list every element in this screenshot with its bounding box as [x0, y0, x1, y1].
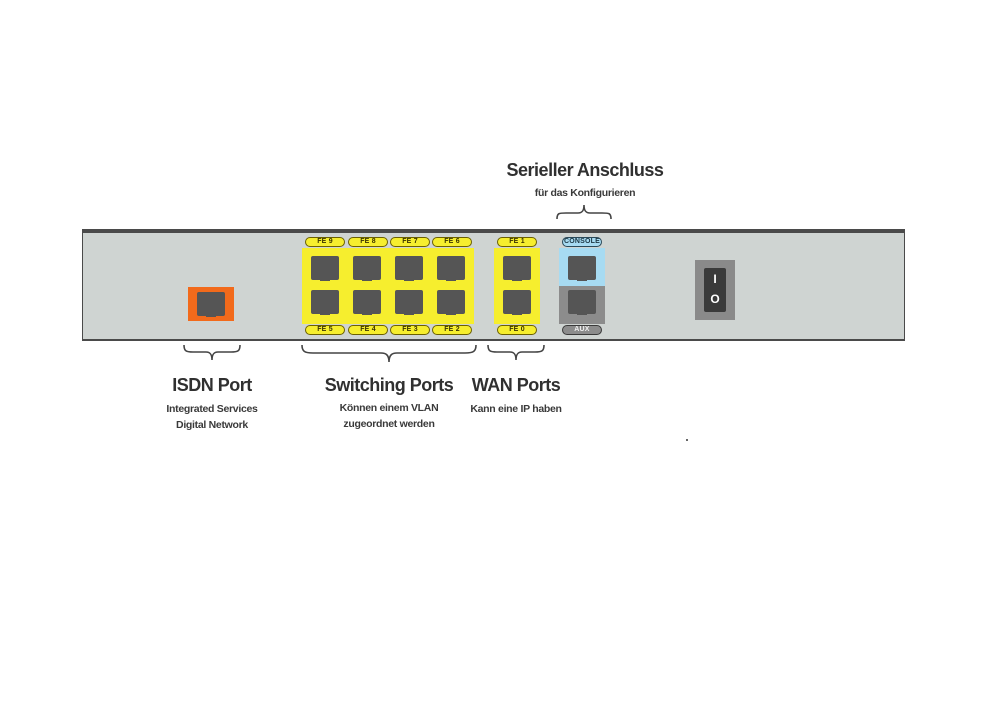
aux-port[interactable]	[559, 286, 605, 324]
switching-line2: zugeordnet werden	[343, 418, 435, 430]
port-label-fe6: FE 6	[432, 237, 472, 247]
switching-port-fe5[interactable]	[311, 290, 339, 315]
isdn-line1: Integrated Services	[166, 403, 258, 415]
port-label-console: CONSOLE	[562, 237, 602, 247]
wan-port-fe0[interactable]	[503, 290, 531, 315]
power-rocker: I O	[704, 268, 726, 312]
power-switch[interactable]: I O	[695, 260, 735, 320]
isdn-port-socket	[197, 292, 225, 317]
isdn-title: ISDN Port	[172, 375, 252, 395]
port-label-fe0: FE 0	[497, 325, 537, 335]
switching-port-fe7[interactable]	[395, 256, 423, 281]
switching-port-fe3[interactable]	[395, 290, 423, 315]
switching-port-fe4[interactable]	[353, 290, 381, 315]
console-port[interactable]	[559, 248, 605, 286]
isdn-port[interactable]	[188, 287, 234, 321]
console-port-socket	[568, 256, 596, 281]
port-label-fe3: FE 3	[390, 325, 430, 335]
wan-port-fe1[interactable]	[503, 256, 531, 281]
switching-port-fe9[interactable]	[311, 256, 339, 281]
port-label-fe4: FE 4	[348, 325, 388, 335]
switching-line1: Können einem VLAN	[339, 402, 439, 414]
isdn-brace	[183, 344, 241, 361]
switching-port-fe6[interactable]	[437, 256, 465, 281]
port-label-fe9: FE 9	[305, 237, 345, 247]
port-label-aux: AUX	[562, 325, 602, 335]
port-label-fe8: FE 8	[348, 237, 388, 247]
router-back-panel	[82, 229, 905, 341]
switching-port-fe8[interactable]	[353, 256, 381, 281]
port-label-fe7: FE 7	[390, 237, 430, 247]
serial-title: Serieller Anschluss	[506, 160, 664, 180]
isdn-line2: Digital Network	[176, 419, 248, 431]
serial-brace	[556, 204, 612, 220]
switching-brace	[301, 344, 477, 363]
port-label-fe5: FE 5	[305, 325, 345, 335]
power-on-symbol: I	[713, 272, 717, 286]
stray-dot	[686, 439, 688, 441]
switching-port-fe2[interactable]	[437, 290, 465, 315]
port-label-fe2: FE 2	[432, 325, 472, 335]
serial-subtitle: für das Konfigurieren	[534, 187, 636, 199]
aux-port-socket	[568, 290, 596, 315]
power-off-symbol: O	[710, 292, 720, 306]
port-label-fe1: FE 1	[497, 237, 537, 247]
switching-title: Switching Ports	[324, 375, 454, 395]
wan-line1: Kann eine IP haben	[470, 403, 562, 415]
wan-brace	[487, 344, 545, 361]
wan-title: WAN Ports	[471, 375, 561, 395]
